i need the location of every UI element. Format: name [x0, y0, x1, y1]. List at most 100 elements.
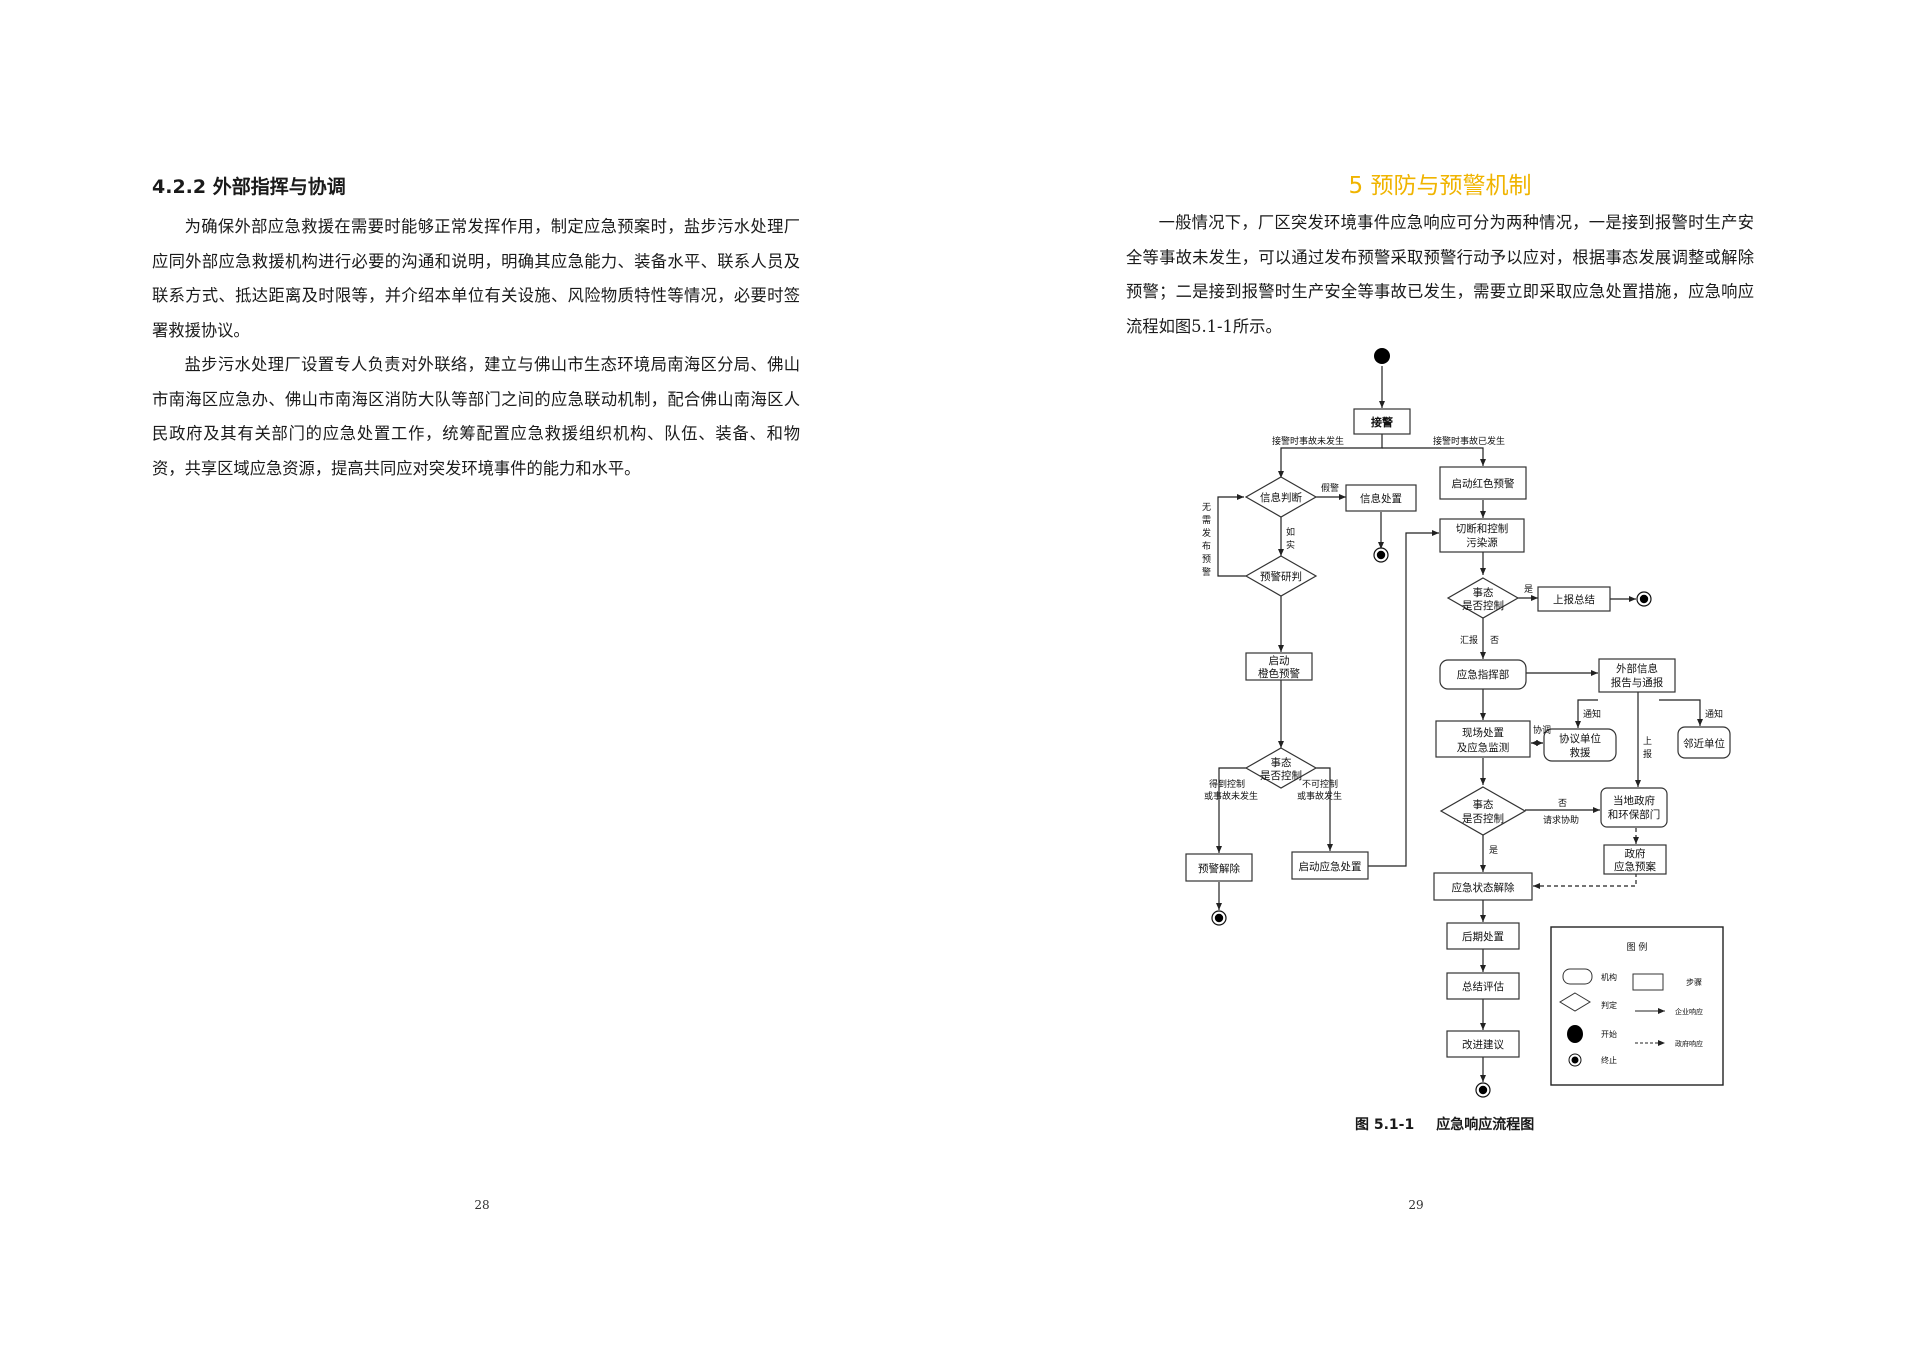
node-text: 事态 — [1473, 798, 1495, 811]
node-text: 和环保部门 — [1608, 808, 1661, 821]
legend-start-symbol — [1567, 1025, 1583, 1043]
paragraph: 一般情况下，厂区突发环境事件应急响应可分为两种情况，一是接到报警时生产安全等事故… — [1126, 213, 1754, 336]
edge-labels: 接警时事故未发生 接警时事故已发生 假警 无 需 发 布 预 警 如 实 得到控… — [1202, 435, 1723, 856]
node-shitai-3 — [1439, 786, 1527, 836]
edge-label: 无 — [1202, 502, 1211, 513]
node-text: 启动 — [1269, 654, 1290, 667]
edge-label: 得到控制 — [1209, 778, 1245, 790]
node-dangdi — [1600, 787, 1668, 828]
node-jiejing — [1353, 408, 1411, 435]
node-text: 是否控制 — [1462, 812, 1504, 825]
node-qieduan — [1439, 518, 1525, 553]
node-shitai-1 — [1244, 747, 1318, 789]
right-page: 5 预防与预警机制 一般情况下，厂区突发环境事件应急响应可分为两种情况，一是接到… — [960, 0, 1920, 1358]
edge-label: 不可控制 — [1302, 778, 1338, 790]
node-text: 邻近单位 — [1683, 737, 1725, 750]
edge-label: 否 — [1558, 798, 1567, 809]
legend-label: 机构 — [1601, 972, 1617, 982]
node-xinxi-panduan — [1244, 476, 1318, 518]
node-linjin — [1677, 726, 1731, 759]
node-xinxi-chuzhi — [1345, 484, 1417, 512]
edge-label: 布 — [1202, 540, 1211, 552]
edge-label: 需 — [1202, 515, 1211, 526]
legend-decision-symbol — [1559, 992, 1591, 1012]
node-text: 当地政府 — [1613, 794, 1655, 807]
chapter-heading: 5 预防与预警机制 — [1348, 173, 1532, 199]
legend-label: 步骤 — [1686, 978, 1702, 987]
figure-caption: 图 5.1-1 应急响应流程图 — [1355, 1114, 1534, 1134]
node-shangbao — [1537, 586, 1611, 612]
legend-label: 企业响应 — [1675, 1007, 1703, 1016]
node-yujing-jiechu — [1185, 853, 1253, 882]
edge-label: 预 — [1202, 554, 1211, 565]
node-text: 启动应急处置 — [1299, 860, 1362, 873]
page-number: 29 — [1408, 1198, 1424, 1212]
edge-label: 是 — [1489, 845, 1498, 856]
legend-label: 终止 — [1601, 1055, 1617, 1065]
node-zhengfu — [1603, 844, 1667, 875]
flowchart-connectors — [1216, 366, 1703, 1082]
edge-label: 否 — [1490, 635, 1499, 646]
node-text: 改进建议 — [1462, 1038, 1504, 1051]
node-zhihuibu — [1439, 659, 1527, 690]
flowchart: 接警 信息判断 信息处置 预警研判 启动 橙色预警 事态 是否控制 预警解除 启… — [960, 0, 1920, 1150]
node-houqi — [1446, 922, 1520, 950]
node-text: 事态 — [1271, 756, 1293, 769]
edge-label: 协调 — [1533, 724, 1551, 736]
edge-label: 实 — [1286, 539, 1295, 551]
node-text: 总结评估 — [1462, 980, 1504, 993]
figure-title: 应急响应流程图 — [1436, 1117, 1535, 1133]
edge-label: 通知 — [1583, 708, 1601, 720]
node-text: 橙色预警 — [1258, 667, 1300, 680]
node-labels: 接警 信息判断 信息处置 预警研判 启动 橙色预警 事态 是否控制 预警解除 启… — [1198, 415, 1725, 1051]
node-text: 污染源 — [1466, 536, 1498, 549]
node-zongjie — [1446, 972, 1520, 1000]
legend-label: 开始 — [1601, 1029, 1617, 1039]
left-page: 4.2.2 外部指挥与协调 为确保外部应急救援在需要时能够正常发挥作用，制定应急… — [152, 176, 800, 1212]
figure-number: 图 5.1-1 — [1355, 1117, 1415, 1133]
flowchart-svg: 接警 信息判断 信息处置 预警研判 启动 橙色预警 事态 是否控制 预警解除 启… — [1185, 348, 1731, 1098]
node-text: 协议单位 — [1559, 732, 1601, 745]
legend-label: 判定 — [1601, 1000, 1617, 1010]
node-text: 应急预案 — [1614, 860, 1656, 873]
legend: 图 例 机构 步骤 判定 企业响应 开始 政府响应 终止 — [1550, 926, 1724, 1086]
node-text: 信息判断 — [1260, 491, 1302, 504]
edge-label: 汇报 — [1460, 634, 1478, 646]
node-text: 上报总结 — [1553, 593, 1595, 606]
flowchart-nodes — [1185, 408, 1731, 1058]
edge-label: 请求协助 — [1543, 814, 1579, 826]
node-text: 切断和控制 — [1456, 522, 1509, 535]
node-text: 政府 — [1625, 847, 1646, 860]
node-text: 外部信息 — [1616, 662, 1658, 675]
paragraph: 为确保外部应急救援在需要时能够正常发挥作用，制定应急预案时，盐步污水处理厂应同外… — [152, 217, 800, 340]
edge-label: 如 — [1286, 526, 1295, 538]
node-text: 报告与通报 — [1611, 676, 1664, 689]
node-text: 事态 — [1473, 586, 1495, 599]
edge-label: 通知 — [1705, 708, 1723, 720]
paragraph: 盐步污水处理厂设置专人负责对外联络，建立与佛山市生态环境局南海区分局、佛山市南海… — [152, 355, 800, 478]
edge-label: 或事故未发生 — [1204, 790, 1258, 802]
node-xianchang — [1435, 720, 1531, 758]
edge-label: 接警时事故未发生 — [1272, 435, 1344, 447]
node-shitai-2 — [1446, 577, 1520, 619]
node-text: 应急指挥部 — [1457, 668, 1510, 681]
node-text: 预警解除 — [1198, 862, 1240, 875]
edge-label: 上 — [1643, 736, 1652, 747]
legend-org-symbol — [1562, 968, 1593, 985]
legend-label: 政府响应 — [1675, 1039, 1703, 1048]
node-text: 是否控制 — [1462, 599, 1504, 612]
node-text: 启动红色预警 — [1452, 477, 1515, 490]
node-text: 是否控制 — [1260, 769, 1302, 782]
node-yujing-yanpan — [1244, 555, 1318, 597]
government-connectors — [1533, 828, 1639, 889]
edge-label: 报 — [1643, 748, 1652, 760]
node-chengse — [1245, 652, 1313, 681]
node-gaijin — [1446, 1030, 1520, 1058]
end-nodes — [1211, 547, 1652, 1098]
edge-label: 或事故发生 — [1297, 790, 1342, 802]
node-text: 现场处置 — [1462, 726, 1504, 739]
start-node — [1374, 348, 1390, 364]
edge-label: 是 — [1524, 584, 1533, 595]
section-heading: 4.2.2 外部指挥与协调 — [152, 176, 346, 198]
node-waibu — [1598, 658, 1676, 693]
